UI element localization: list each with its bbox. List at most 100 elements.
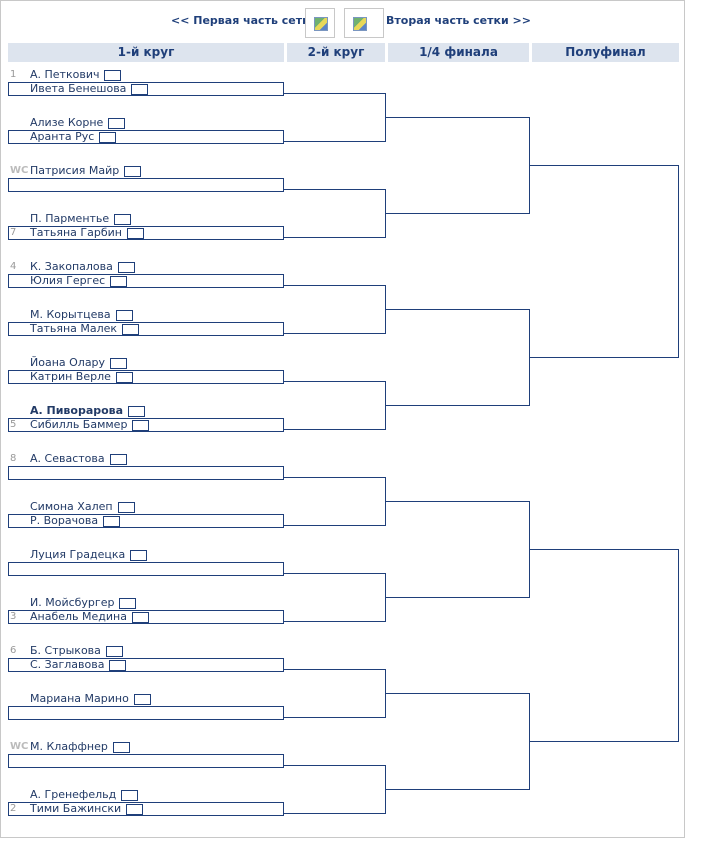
player-name-text: Сибилль Баммер xyxy=(30,418,128,431)
match-slot xyxy=(8,802,284,816)
player-name-text: Татьяна Малек xyxy=(30,322,118,335)
flag-box-icon[interactable] xyxy=(114,213,132,225)
seed-label: 1 xyxy=(10,69,17,80)
player-name[interactable]: М. Клаффнер xyxy=(30,740,130,754)
flag-box-icon[interactable] xyxy=(104,69,122,81)
player-name-text: К. Закопалова xyxy=(30,260,113,273)
player-name[interactable]: Татьяна Малек xyxy=(30,322,140,336)
player-name-text: Ивета Бенешова xyxy=(30,82,127,95)
player-name-text: Луция Градецка xyxy=(30,548,126,561)
seed-label: 3 xyxy=(10,611,17,622)
connector-line xyxy=(385,669,386,718)
flag-box-icon[interactable] xyxy=(131,83,149,95)
player-name-text: Йоана Олару xyxy=(30,356,106,369)
player-name[interactable]: Луция Градецка xyxy=(30,548,148,562)
flag-box-icon[interactable] xyxy=(103,515,121,527)
next-part-link[interactable]: Вторая часть сетки >> xyxy=(386,14,531,27)
prev-part-link[interactable]: << Первая часть сетки xyxy=(171,14,318,27)
player-name[interactable]: Р. Ворачова xyxy=(30,514,121,528)
player-name[interactable]: А. Петкович xyxy=(30,68,122,82)
seed-label: WC xyxy=(10,741,29,752)
player-name-text: А. Севастова xyxy=(30,452,105,465)
flag-box-icon[interactable] xyxy=(105,645,123,657)
connector-line xyxy=(385,477,386,526)
connector-line xyxy=(284,573,386,574)
seed-label: 7 xyxy=(10,227,17,238)
seed-label: 5 xyxy=(10,419,17,430)
flag-button-right[interactable] xyxy=(344,8,384,38)
flag-box-icon[interactable] xyxy=(131,611,149,623)
player-name[interactable]: Патрисия Майр xyxy=(30,164,142,178)
flag-box-icon[interactable] xyxy=(110,357,128,369)
flag-icon xyxy=(314,17,328,31)
flag-box-icon[interactable] xyxy=(117,261,135,273)
player-name[interactable]: И. Мойсбургер xyxy=(30,596,137,610)
flag-icon xyxy=(353,17,367,31)
connector-line xyxy=(529,693,530,790)
flag-box-icon[interactable] xyxy=(115,371,133,383)
flag-box-icon[interactable] xyxy=(124,165,142,177)
player-name[interactable]: Б. Стрыкова xyxy=(30,644,123,658)
player-name-text: Ализе Корне xyxy=(30,116,104,129)
player-name[interactable]: Йоана Олару xyxy=(30,356,128,370)
flag-box-icon[interactable] xyxy=(132,419,150,431)
player-name[interactable]: П. Парментье xyxy=(30,212,132,226)
player-name-text: Р. Ворачова xyxy=(30,514,99,527)
connector-line xyxy=(284,429,386,430)
connector-line xyxy=(386,405,530,406)
flag-box-icon[interactable] xyxy=(128,405,146,417)
flag-box-icon[interactable] xyxy=(121,789,139,801)
header-quarterfinal: 1/4 финала xyxy=(388,43,529,62)
seed-label: 4 xyxy=(10,261,17,272)
flag-box-icon[interactable] xyxy=(109,659,127,671)
player-name-text: М. Клаффнер xyxy=(30,740,108,753)
player-name[interactable]: А. Пиворарова xyxy=(30,404,146,418)
player-name-text: Катрин Верле xyxy=(30,370,111,383)
player-name-text: С. Заглавова xyxy=(30,658,105,671)
flag-box-icon[interactable] xyxy=(112,741,130,753)
player-name[interactable]: Юлия Гергес xyxy=(30,274,128,288)
match-slot xyxy=(8,754,284,768)
flag-button-left[interactable] xyxy=(305,8,335,38)
flag-box-icon[interactable] xyxy=(122,323,140,335)
player-name[interactable]: Ализе Корне xyxy=(30,116,126,130)
connector-line xyxy=(385,189,386,238)
flag-box-icon[interactable] xyxy=(117,501,135,513)
player-name[interactable]: Симона Халеп xyxy=(30,500,135,514)
connector-line xyxy=(529,117,530,214)
connector-line xyxy=(284,333,386,334)
player-name-text: Патрисия Майр xyxy=(30,164,120,177)
player-name[interactable]: Катрин Верле xyxy=(30,370,133,384)
connector-line xyxy=(530,549,678,550)
player-name[interactable]: Ивета Бенешова xyxy=(30,82,149,96)
flag-box-icon[interactable] xyxy=(126,803,144,815)
player-name[interactable]: Сибилль Баммер xyxy=(30,418,150,432)
flag-box-icon[interactable] xyxy=(115,309,133,321)
flag-box-icon[interactable] xyxy=(119,597,137,609)
connector-line xyxy=(385,573,386,622)
player-name-text: Тими Бажински xyxy=(30,802,122,815)
flag-box-icon[interactable] xyxy=(130,549,148,561)
player-name[interactable]: Мариана Марино xyxy=(30,692,151,706)
match-slot xyxy=(8,370,284,384)
player-name[interactable]: Анабель Медина xyxy=(30,610,149,624)
player-name-text: Юлия Гергес xyxy=(30,274,106,287)
connector-line xyxy=(530,165,678,166)
header-semifinal: Полуфинал xyxy=(532,43,679,62)
flag-box-icon[interactable] xyxy=(99,131,117,143)
flag-box-icon[interactable] xyxy=(126,227,144,239)
player-name[interactable]: А. Гренефельд xyxy=(30,788,139,802)
player-name[interactable]: К. Закопалова xyxy=(30,260,135,274)
player-name[interactable]: Татьяна Гарбин xyxy=(30,226,144,240)
player-name[interactable]: Тими Бажински xyxy=(30,802,144,816)
flag-box-icon[interactable] xyxy=(133,693,151,705)
flag-box-icon[interactable] xyxy=(110,275,128,287)
match-slot xyxy=(8,274,284,288)
flag-box-icon[interactable] xyxy=(109,453,127,465)
player-name[interactable]: А. Севастова xyxy=(30,452,127,466)
connector-line xyxy=(284,477,386,478)
player-name[interactable]: Аранта Рус xyxy=(30,130,117,144)
flag-box-icon[interactable] xyxy=(108,117,126,129)
player-name[interactable]: С. Заглавова xyxy=(30,658,127,672)
player-name[interactable]: М. Корытцева xyxy=(30,308,133,322)
